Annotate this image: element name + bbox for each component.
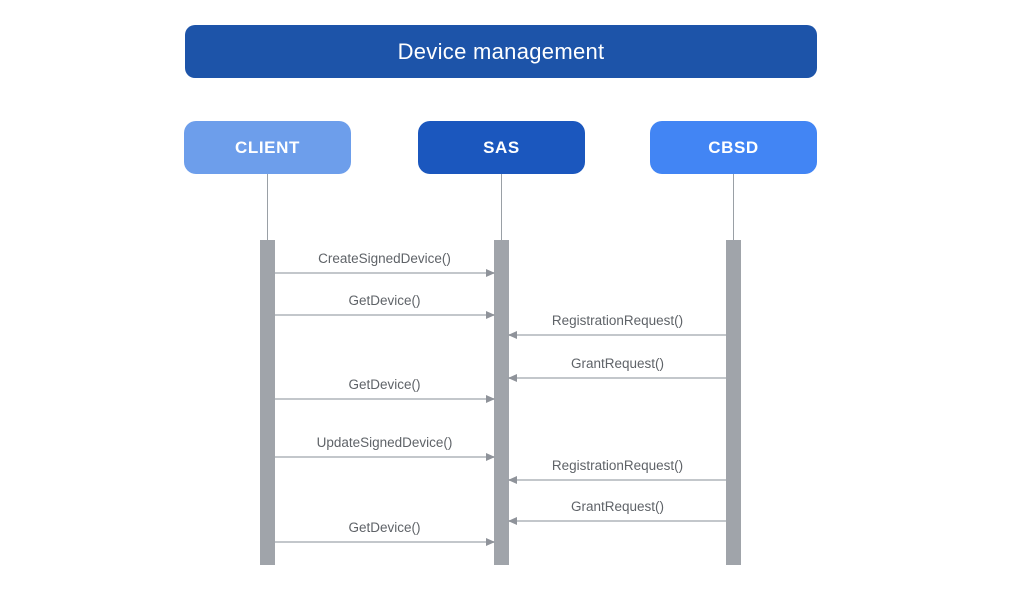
message-line [509, 377, 726, 379]
arrowhead-icon [508, 374, 517, 382]
message-line [275, 314, 494, 316]
message-label: GetDevice() [348, 377, 421, 392]
message-label: GetDevice() [348, 520, 421, 535]
activation-bar-sas [494, 240, 509, 565]
arrowhead-icon [486, 395, 495, 403]
lifeline-client [267, 174, 268, 240]
arrowhead-icon [508, 331, 517, 339]
arrowhead-icon [486, 269, 495, 277]
arrowhead-icon [486, 538, 495, 546]
message-line [275, 272, 494, 274]
diagram-title: Device management [185, 25, 817, 78]
message-line [509, 479, 726, 481]
message-line [275, 456, 494, 458]
lifeline-cbsd [733, 174, 734, 240]
message-line [509, 334, 726, 336]
message-line [275, 398, 494, 400]
message-line [275, 541, 494, 543]
message-label: RegistrationRequest() [551, 458, 684, 473]
message-label: CreateSignedDevice() [318, 251, 451, 266]
message-label: UpdateSignedDevice() [316, 435, 453, 450]
message-label: GrantRequest() [570, 499, 665, 514]
message-label: RegistrationRequest() [551, 313, 684, 328]
actor-box-client: CLIENT [184, 121, 351, 174]
arrowhead-icon [486, 453, 495, 461]
arrowhead-icon [486, 311, 495, 319]
arrowhead-icon [508, 517, 517, 525]
activation-bar-client [260, 240, 275, 565]
lifeline-sas [501, 174, 502, 240]
arrowhead-icon [508, 476, 517, 484]
activation-bar-cbsd [726, 240, 741, 565]
message-line [509, 520, 726, 522]
message-label: GrantRequest() [570, 356, 665, 371]
message-label: GetDevice() [348, 293, 421, 308]
actor-box-sas: SAS [418, 121, 585, 174]
actor-box-cbsd: CBSD [650, 121, 817, 174]
